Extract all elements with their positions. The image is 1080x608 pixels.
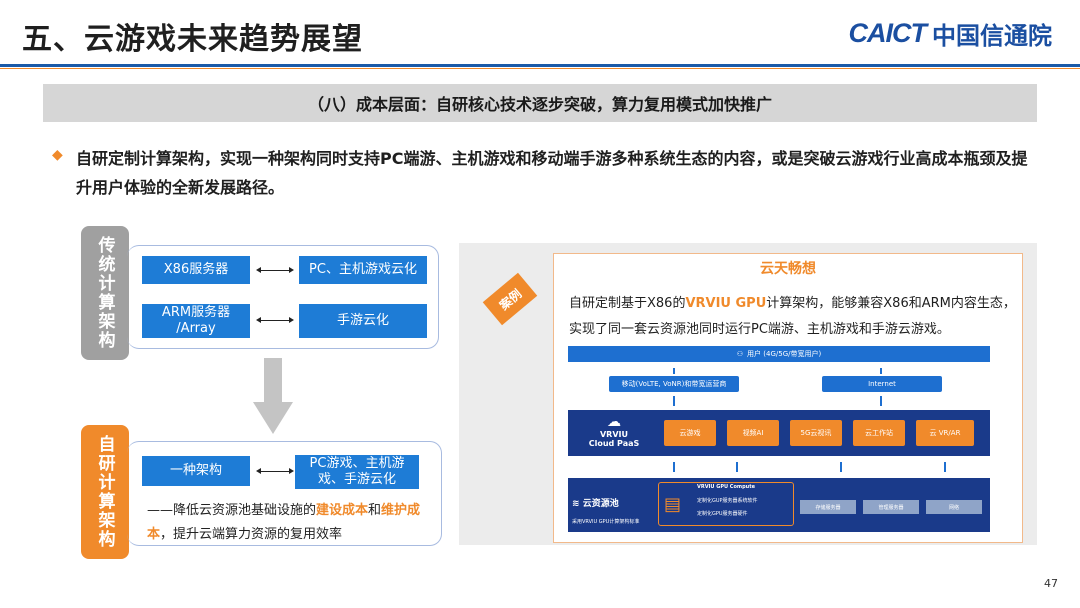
compute-item: 定制化GUP服务器系统软件 [697,498,758,504]
case-text-b: 计算架构，能够兼容X86和ARM内容生态，实现了同一套云资源池同时运行PC端游、… [569,296,1016,337]
case-title: 云天畅想 [760,261,816,277]
logo-cn: 中国信通院 [932,22,1052,50]
case-text-a: 自研定制基于X86的 [569,296,686,311]
storage-server: 存储服务器 [800,500,856,514]
selfdev-label: 自研计算架构 [81,425,129,559]
users-icon: ⚇ [736,350,744,358]
internet-box: Internet [822,376,942,392]
note-text: ，提升云端算力资源的复用效率 [160,527,343,542]
up-arrow-icon [673,396,675,406]
x86-server-box: X86服务器 [142,256,250,284]
pc-console-cloud-box: PC、主机游戏云化 [299,256,427,284]
page-number: 47 [1044,577,1058,590]
note-highlight: 维护成本 [147,503,421,542]
caict-logo: CAICT 中国信通院 [849,16,1053,51]
one-architecture-box: 一种架构 [142,456,250,486]
users-label: 用户 (4G/5G/带宽用户) [747,350,822,358]
compute-item: 定制化GPU服务器硬件 [697,511,748,517]
up-arrow-icon [880,368,882,374]
pool-sub: 采用VRVIU GPU计算架构标准 [572,519,640,525]
up-arrow-icon [944,462,946,472]
paas-text: VRVIU Cloud PaaS [588,430,640,448]
page-title: 五、云游戏未来趋势展望 [22,22,363,57]
case-highlight: VRVIU GPU [685,296,767,311]
logo-en: CAICT [848,18,927,48]
up-arrow-icon [880,396,882,406]
traditional-box [127,245,439,349]
users-bar: ⚇用户 (4G/5G/带宽用户) [568,346,990,362]
pool-label: ≋ 云资源池 [572,496,658,509]
paas-label: ☁VRVIU Cloud PaaS [586,414,642,448]
server-icon: ▤ [664,494,682,515]
case-text: 自研定制基于X86的VRVIU GPU计算架构，能够兼容X86和ARM内容生态，… [569,291,1019,343]
mobile-cloud-box: 手游云化 [299,304,427,338]
arm-server-box: ARM服务器 /Array [142,304,250,338]
resource-pool-layer [568,478,990,532]
header-accent-line [0,68,1080,69]
note-text: 和 [368,503,382,518]
gpu-compute-label: VRVIU GPU Compute [696,484,756,490]
up-arrow-icon [736,462,738,472]
note-highlight: 建设成本 [316,503,369,518]
service-5g-video: 5G云视讯 [790,420,842,446]
network-server: 网络 [926,500,982,514]
up-arrow-icon [673,368,675,374]
diamond-bullet-icon: ◆ [52,147,63,163]
note-text: ——降低云资源池基础设施的 [147,503,317,518]
service-cloud-gaming: 云游戏 [664,420,716,446]
selfdev-box [127,441,442,546]
section-banner: （八）成本层面：自研核心技术逐步突破，算力复用模式加快推广 [43,84,1037,122]
service-workstation: 云工作站 [853,420,905,446]
cloud-icon: ☁ [607,414,621,430]
traditional-label: 传统计算架构 [81,226,129,360]
intro-paragraph: 自研定制计算架构，实现一种架构同时支持PC端游、主机游戏和移动端手游多种系统生态… [76,149,1028,197]
header-divider [0,64,1080,67]
gpu-compute-box [658,482,794,526]
mgmt-server: 管理服务器 [863,500,919,514]
up-arrow-icon [673,462,675,472]
mobile-access-box: 移动(VoLTE, VoNR)和带宽运营商 [609,376,739,392]
down-arrow-icon [253,358,293,434]
double-arrow-icon [256,468,294,474]
selfdev-note: ——降低云资源池基础设施的建设成本和维护成本，提升云端算力资源的复用效率 [147,499,437,547]
all-games-cloud-box: PC游戏、主机游戏、手游云化 [295,455,419,489]
stack-icon: ≋ [572,499,583,509]
pool-text: 云资源池 [582,499,619,509]
double-arrow-icon [256,317,294,323]
up-arrow-icon [840,462,842,472]
service-vr-ar: 云 VR/AR [916,420,974,446]
service-video-ai: 视频AI [727,420,779,446]
double-arrow-icon [256,267,294,273]
